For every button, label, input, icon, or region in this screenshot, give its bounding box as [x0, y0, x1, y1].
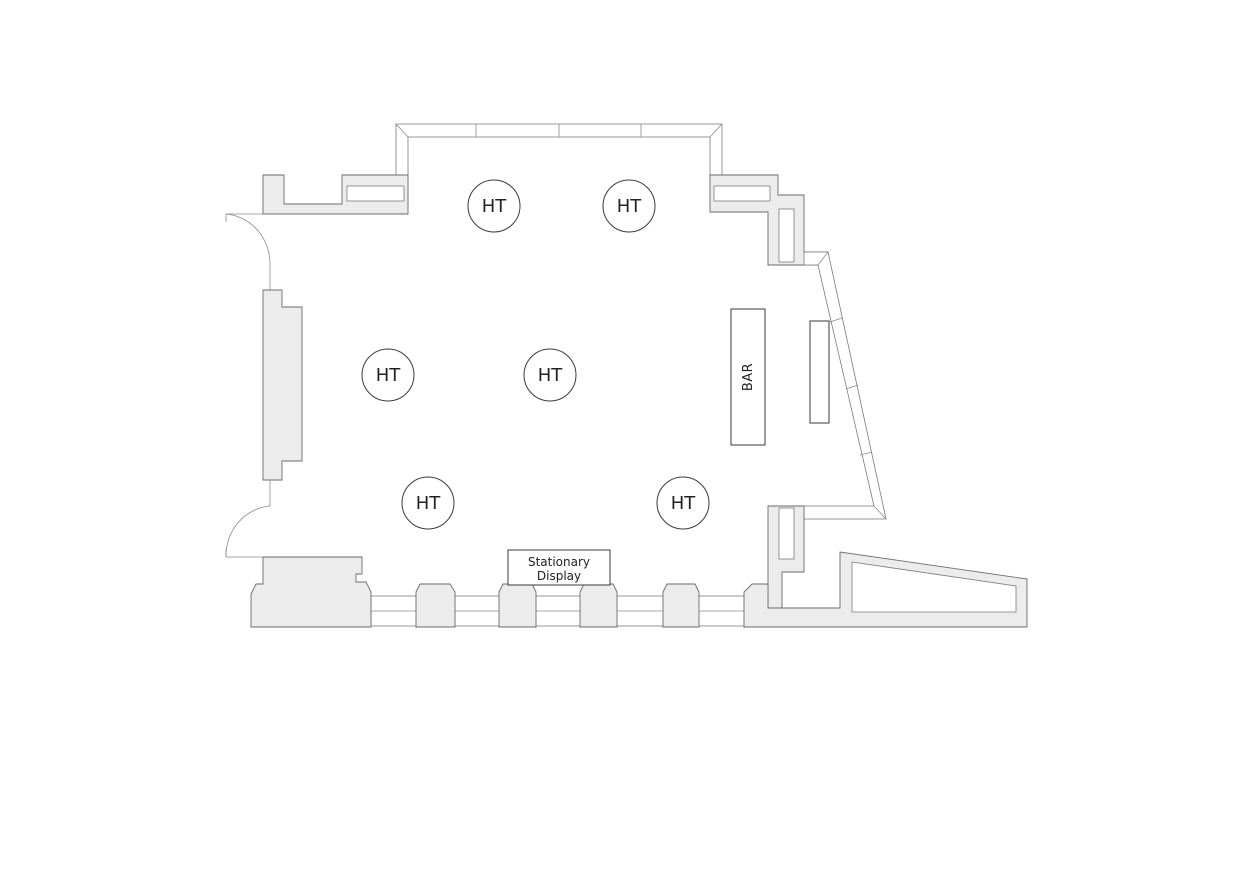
high-table-label: HT: [617, 196, 643, 217]
high-table-label: HT: [538, 365, 564, 386]
display-label-line1: Stationary: [528, 555, 590, 569]
door-bottom-left: [225, 505, 271, 558]
bottom-wall: [250, 551, 1028, 628]
display-label-line2: Display: [537, 569, 581, 583]
top-window-alcove: [395, 123, 723, 206]
high-table[interactable]: HT: [401, 476, 455, 530]
top-left-wall: [262, 174, 409, 215]
high-table[interactable]: HT: [523, 348, 577, 402]
high-table[interactable]: HT: [602, 179, 656, 233]
high-table-label: HT: [376, 365, 402, 386]
high-table-label: HT: [482, 196, 508, 217]
furniture: HT HT HT HT HT HT BAR Stationary: [361, 179, 830, 586]
bar-label: BAR: [741, 363, 756, 391]
high-table[interactable]: HT: [361, 348, 415, 402]
bar-counter[interactable]: BAR: [730, 308, 766, 446]
top-right-wall: [709, 174, 829, 266]
high-table[interactable]: HT: [467, 179, 521, 233]
high-table-label: HT: [416, 493, 442, 514]
back-bar[interactable]: [809, 320, 830, 424]
left-wall: [226, 213, 303, 558]
high-table-label: HT: [671, 493, 697, 514]
stationary-display[interactable]: Stationary Display: [507, 549, 611, 586]
door-top-left: [225, 213, 271, 265]
high-table[interactable]: HT: [656, 476, 710, 530]
lower-right-wall: [767, 505, 805, 609]
